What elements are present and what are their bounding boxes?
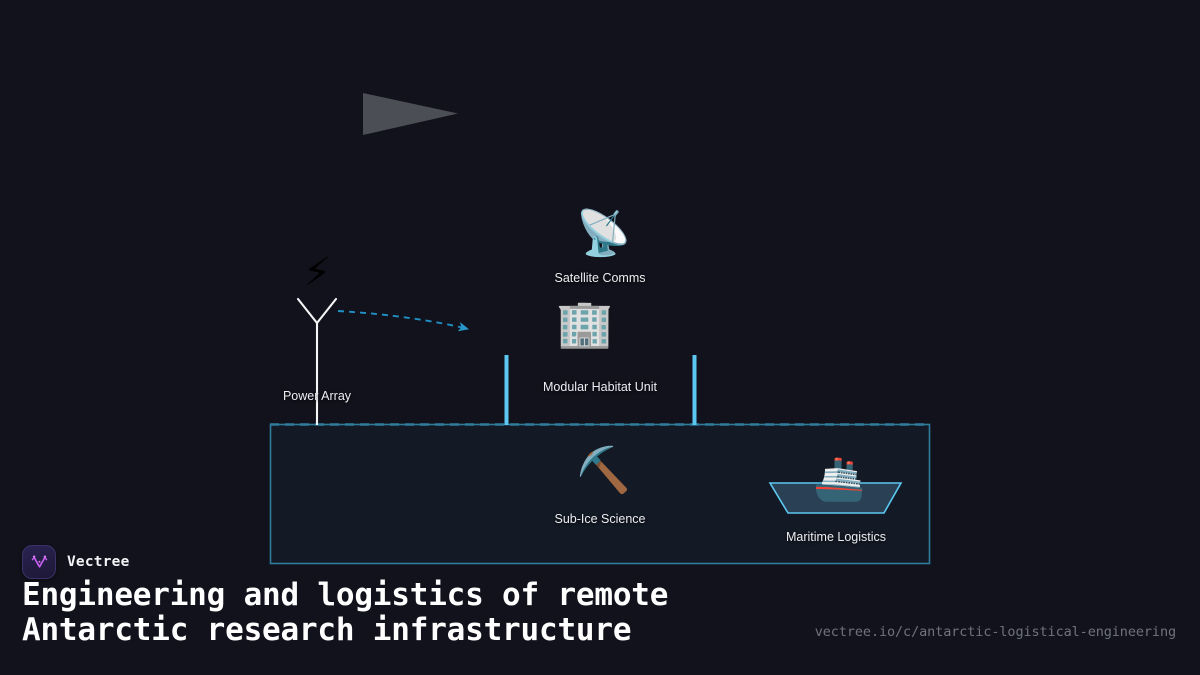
high-voltage-icon: ⚡ bbox=[302, 250, 332, 296]
vectree-glyph bbox=[31, 554, 47, 568]
ship-icon: 🚢 bbox=[813, 454, 866, 503]
pick-icon: ⛏️ bbox=[576, 445, 631, 496]
node-label-maritime-logistics: Maritime Logistics bbox=[785, 530, 887, 544]
satellite-antenna-icon: 📡 bbox=[576, 208, 631, 259]
node-label-power-array: Power Array bbox=[282, 389, 352, 403]
brand-row: Vectree bbox=[22, 545, 130, 579]
power-array-mast-connector bbox=[296, 297, 338, 425]
source-url: vectree.io/c/antarctic-logistical-engine… bbox=[814, 624, 1176, 640]
node-label-sub-ice-science: Sub-Ice Science bbox=[554, 512, 646, 526]
vectree-branch-logo-icon bbox=[22, 545, 56, 579]
node-label-modular-habitat-unit: Modular Habitat Unit bbox=[543, 380, 657, 394]
brand-name: Vectree bbox=[67, 554, 130, 570]
page-title: Engineering and logistics of remote Anta… bbox=[22, 577, 669, 649]
dashed-signal-arrow bbox=[337, 310, 470, 332]
node-label-satellite-comms: Satellite Comms bbox=[554, 271, 646, 285]
maritime-berth-trapezoid bbox=[768, 482, 903, 514]
gray-play-triangle-marker bbox=[363, 93, 458, 135]
office-building-icon: 🏢 bbox=[556, 296, 614, 350]
